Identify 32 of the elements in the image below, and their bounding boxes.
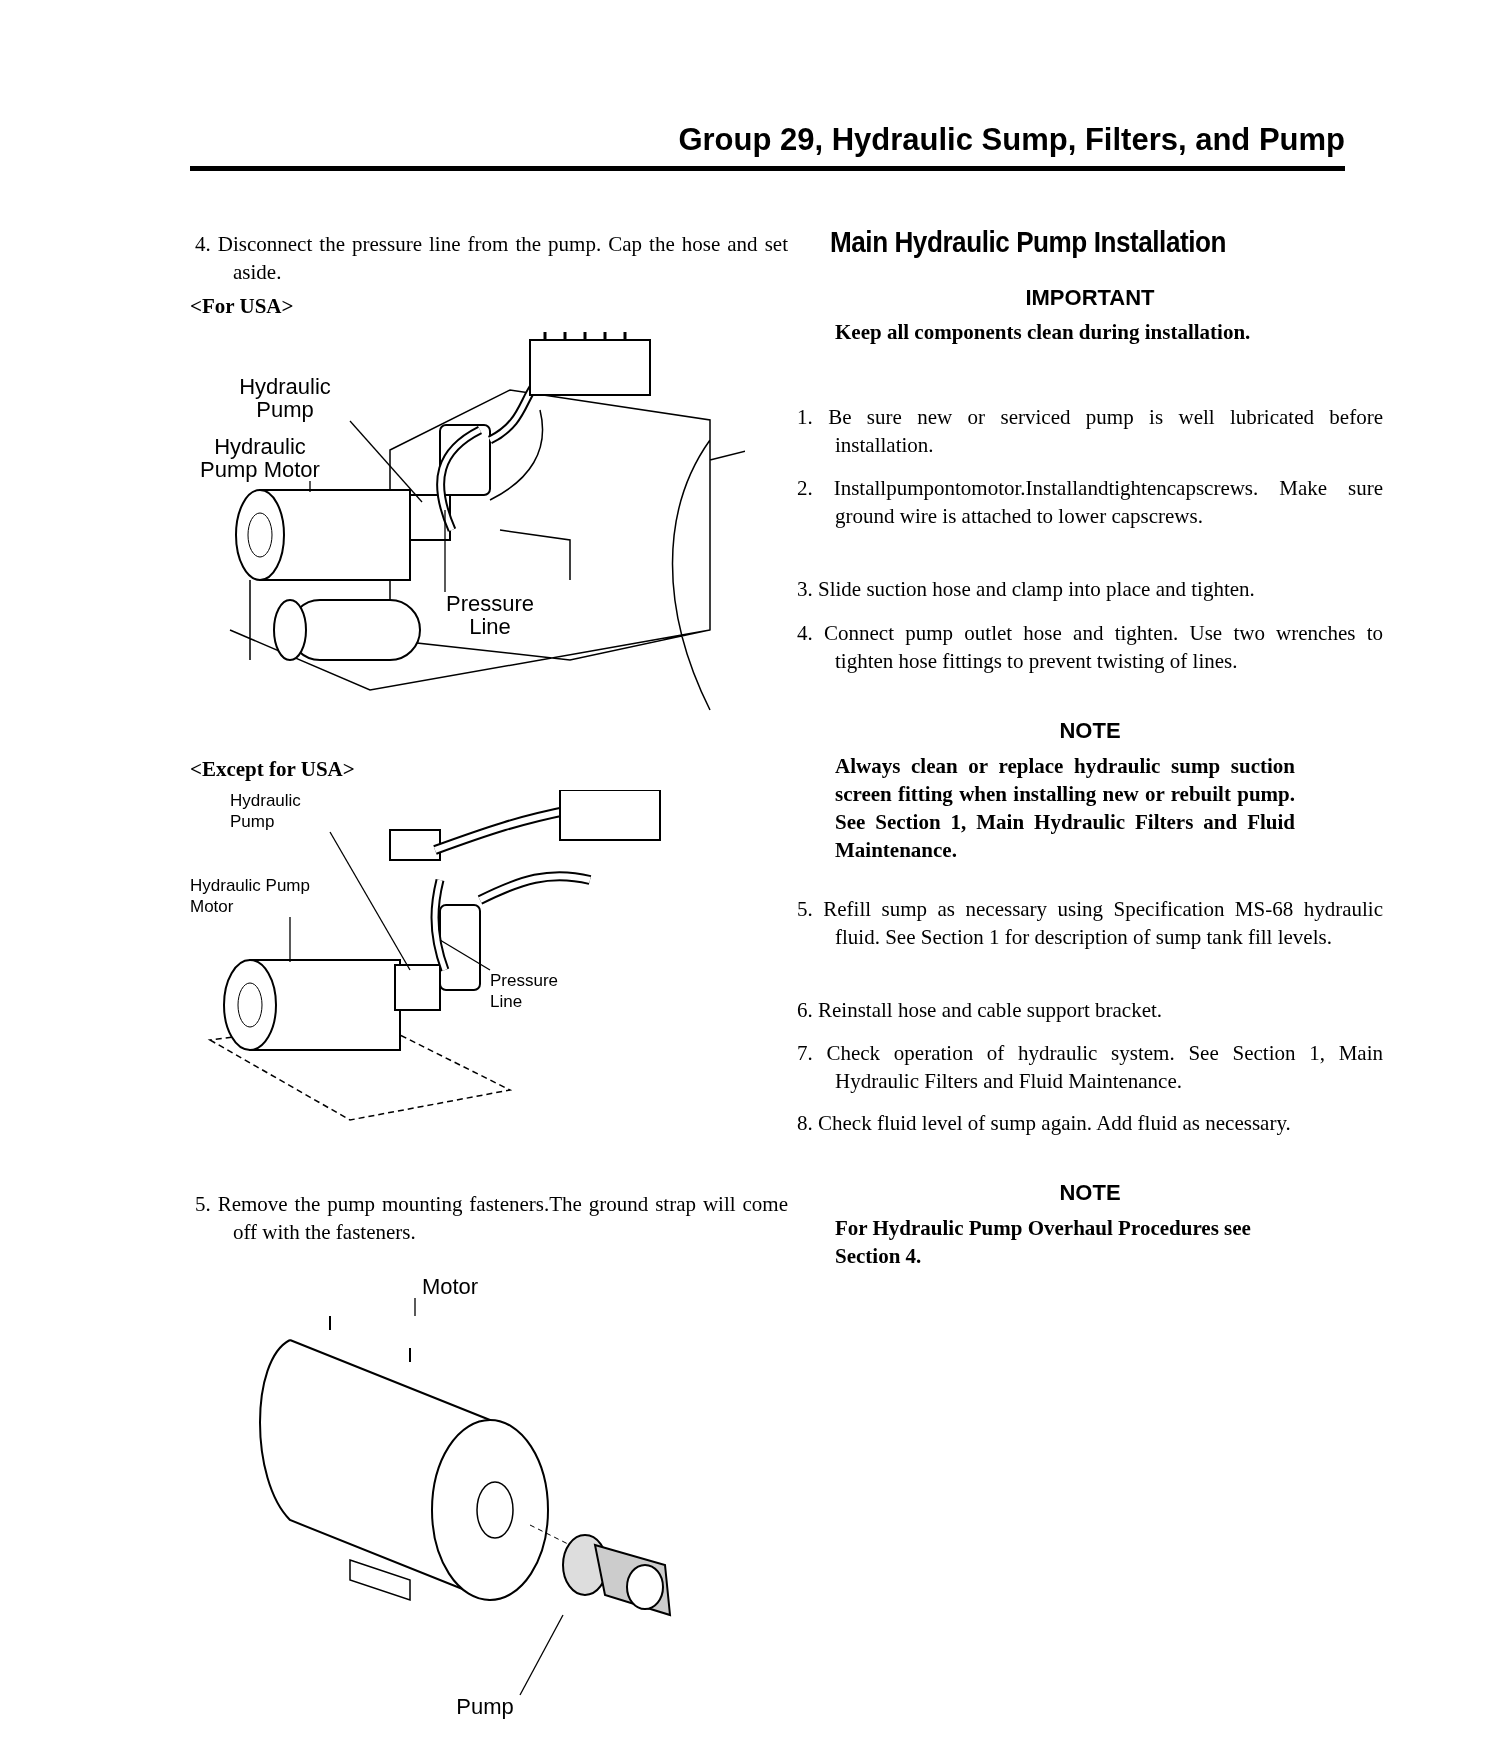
notice-heading: IMPORTANT bbox=[1024, 285, 1156, 311]
instruction-step: 5. Refill sump as necessary using Specification MS-68 hydraulic fluid. See Section 1 for description of sump tank fill levels. bbox=[797, 895, 1383, 951]
instruction-step: 6. Reinstall hose and cable support bracket. bbox=[797, 996, 1383, 1024]
leader-line bbox=[309, 480, 311, 493]
callout-label: Pressure Line bbox=[490, 970, 590, 1012]
leader-line bbox=[439, 939, 491, 971]
instruction-step: 4. Connect pump outlet hose and tighten. Use two wrenches to tighten hose fittings to prevent twisting of lines. bbox=[797, 619, 1383, 675]
section-label: <Except for USA> bbox=[190, 756, 356, 783]
note-heading: NOTE bbox=[1058, 1180, 1122, 1206]
leader-line bbox=[414, 1297, 416, 1317]
notice-text: Keep all components clean during installation. bbox=[835, 319, 1252, 346]
leader-line bbox=[519, 1614, 564, 1696]
section-heading: Main Hydraulic Pump Installation bbox=[830, 226, 1227, 259]
instruction-step: 7. Check operation of hydraulic system. See Section 1, Main Hydraulic Filters and Fluid Maintenance. bbox=[797, 1039, 1383, 1095]
callout-label: Hydraulic Pump bbox=[230, 790, 330, 832]
leader-line bbox=[329, 831, 411, 971]
note-heading: NOTE bbox=[1058, 718, 1122, 744]
leader-line bbox=[444, 509, 446, 593]
note-text: For Hydraulic Pump Overhaul Procedures see Section 4. bbox=[835, 1215, 1252, 1270]
instruction-step: 1. Be sure new or serviced pump is well lubricated before installation. bbox=[797, 403, 1383, 459]
section-label: <For USA> bbox=[190, 293, 295, 320]
pump-drawing bbox=[562, 1534, 672, 1617]
leader-line bbox=[289, 916, 291, 963]
instruction-step: 5. Remove the pump mounting fasteners.The ground strap will come off with the fasteners. bbox=[195, 1190, 788, 1246]
instruction-step: 8. Check fluid level of sump again. Add fluid as necessary. bbox=[797, 1109, 1383, 1137]
instruction-step: 2. Installpumpontomotor.Installandtightencapscrews. Make sure ground wire is attached to lower capscrews. bbox=[797, 474, 1383, 530]
leader-line bbox=[349, 420, 423, 503]
instruction-step: 3. Slide suction hose and clamp into place and tighten. bbox=[797, 575, 1383, 603]
note-text: Always clean or replace hydraulic sump suction screen fitting when installing new or rebuilt pump. See Section 1, Main Hydraulic Filters and Fluid Maintenance. bbox=[835, 753, 1295, 864]
instruction-step: 4. Disconnect the pressure line from the pump. Cap the hose and set aside. bbox=[195, 230, 788, 286]
page-title: Group 29, Hydraulic Sump, Filters, and Pump bbox=[678, 122, 1345, 158]
callout-label: Hydraulic Pump Motor bbox=[190, 875, 310, 917]
